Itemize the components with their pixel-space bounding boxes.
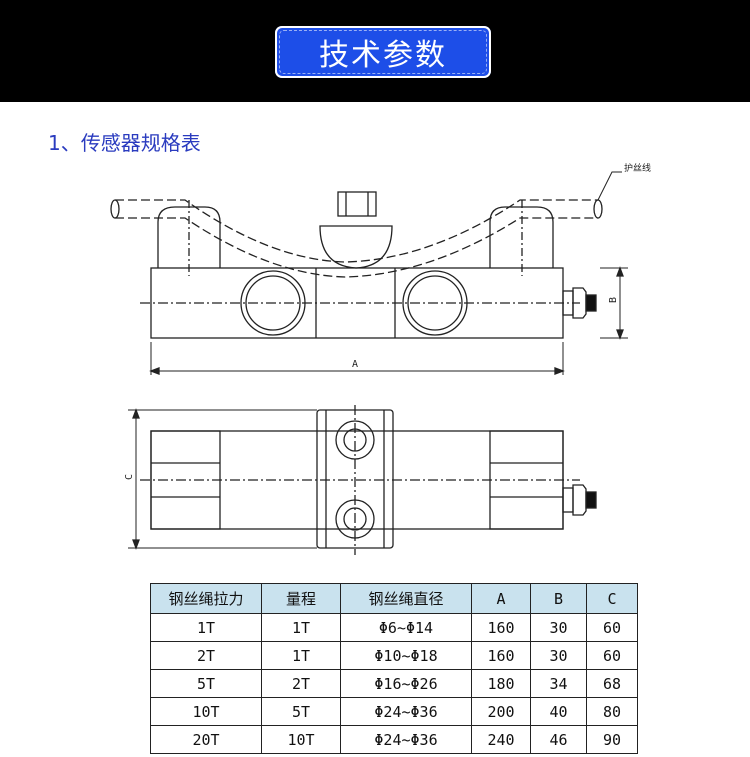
table-header-row: 钢丝绳拉力 量程 钢丝绳直径 A B C — [150, 583, 638, 614]
table-cell: 20T — [150, 725, 262, 754]
wire-end-left — [110, 199, 120, 219]
table-cell: 40 — [530, 697, 587, 726]
table-cell: Φ10~Φ18 — [340, 641, 472, 670]
table-cell: 5T — [261, 697, 341, 726]
title-badge: 技术参数 — [275, 26, 491, 78]
table-cell: 68 — [586, 669, 638, 698]
table-cell: 1T — [261, 641, 341, 670]
table-cell: 240 — [471, 725, 531, 754]
table-cell: 60 — [586, 613, 638, 642]
dim-A-label: A — [352, 359, 358, 370]
table-cell: 180 — [471, 669, 531, 698]
post-left — [157, 206, 221, 268]
wire-leader — [597, 171, 622, 201]
header-cell: A — [471, 583, 531, 614]
table-cell: 5T — [150, 669, 262, 698]
header-bar: 技术参数 — [0, 0, 750, 102]
table-cell: 1T — [150, 613, 262, 642]
wire-rope-lower — [115, 217, 598, 278]
table-cell: 80 — [586, 697, 638, 726]
table-cell: 160 — [471, 613, 531, 642]
wire-rope-upper — [115, 199, 598, 263]
dim-B-label: B — [608, 297, 619, 303]
header-cell: 量程 — [261, 583, 341, 614]
dim-C-label: C — [124, 474, 135, 480]
table-cell: 2T — [150, 641, 262, 670]
top-view — [128, 405, 597, 555]
center-nut — [337, 191, 377, 217]
table-cell: 10T — [150, 697, 262, 726]
table-cell: 30 — [530, 613, 587, 642]
table-row: 2T 1T Φ10~Φ18 160 30 60 — [150, 641, 638, 670]
header-cell: C — [586, 583, 638, 614]
table-cell: 10T — [261, 725, 341, 754]
table-cell: Φ16~Φ26 — [340, 669, 472, 698]
table-cell: 2T — [261, 669, 341, 698]
spec-table: 钢丝绳拉力 量程 钢丝绳直径 A B C 1T 1T Φ6~Φ14 160 30… — [150, 583, 638, 754]
table-cell: 30 — [530, 641, 587, 670]
table-cell: 46 — [530, 725, 587, 754]
table-cell: 60 — [586, 641, 638, 670]
table-cell: 90 — [586, 725, 638, 754]
table-cell: 34 — [530, 669, 587, 698]
table-row: 1T 1T Φ6~Φ14 160 30 60 — [150, 613, 638, 642]
wire-end-right — [593, 199, 603, 219]
table-cell: Φ24~Φ36 — [340, 697, 472, 726]
connector-cable — [585, 294, 597, 312]
post-right — [489, 206, 554, 268]
table-cell: 160 — [471, 641, 531, 670]
table-row: 20T 10T Φ24~Φ36 240 46 90 — [150, 725, 638, 754]
header-cell: B — [530, 583, 587, 614]
table-cell: 1T — [261, 613, 341, 642]
header-cell: 钢丝绳直径 — [340, 583, 472, 614]
table-row: 10T 5T Φ24~Φ36 200 40 80 — [150, 697, 638, 726]
header-cell: 钢丝绳拉力 — [150, 583, 262, 614]
table-cell: Φ6~Φ14 — [340, 613, 472, 642]
front-view — [110, 171, 628, 375]
wire-label: 护丝线 — [624, 162, 651, 174]
table-row: 5T 2T Φ16~Φ26 180 34 68 — [150, 669, 638, 698]
table-cell: 200 — [471, 697, 531, 726]
table-cell: Φ24~Φ36 — [340, 725, 472, 754]
section-title: 1、传感器规格表 — [48, 131, 201, 155]
